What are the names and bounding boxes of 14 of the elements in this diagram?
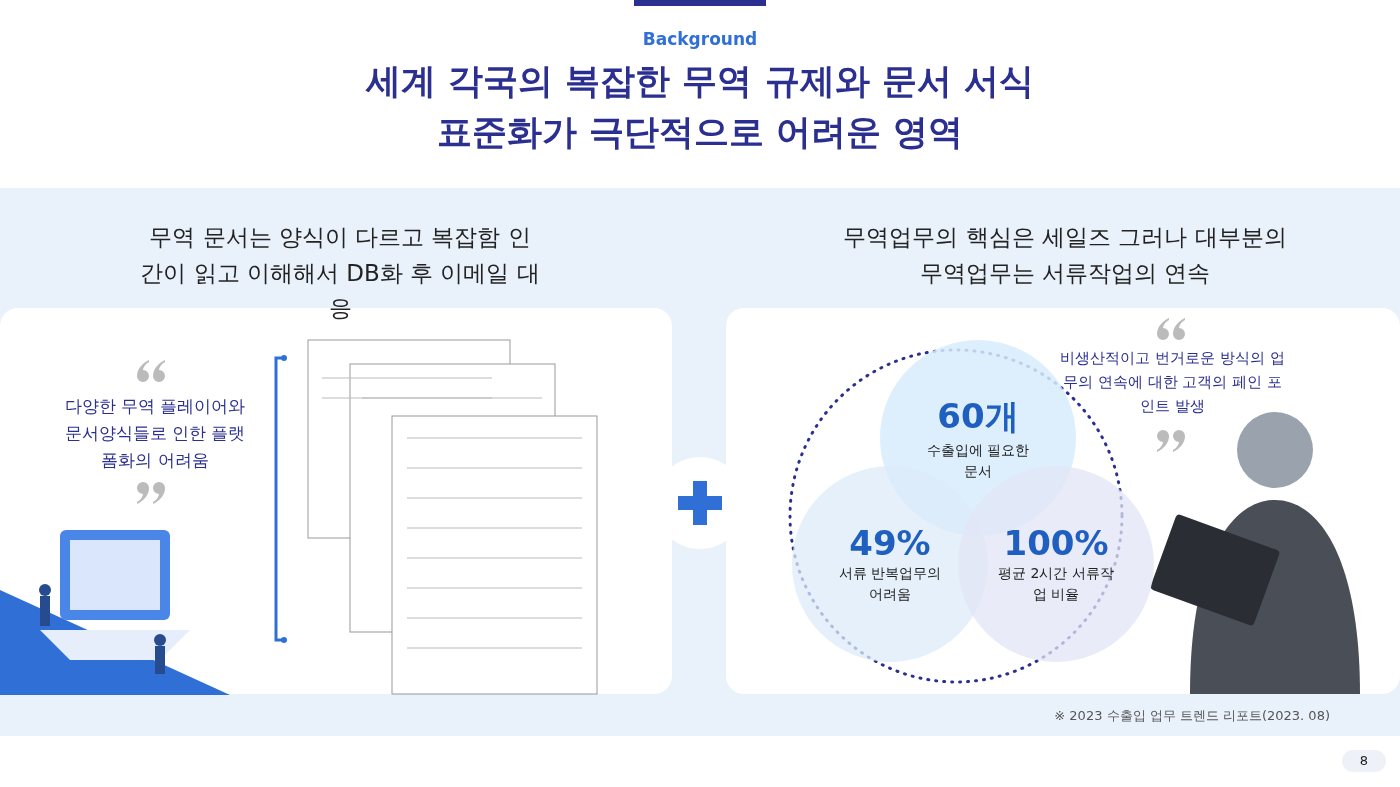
slide-title: 세계 각국의 복잡한 무역 규제와 문서 서식 표준화가 극단적으로 어려운 영역	[364, 60, 1036, 154]
stat-caption: 서류 반복업무의 어려움	[837, 564, 943, 604]
stat-value: 60개	[937, 395, 1019, 438]
panel-heading: 무역업무의 핵심은 세일즈 그러나 대부분의 무역업무는 서류작업의 연속	[842, 223, 1288, 288]
source-note: ※ 2023 수출입 업무 트렌드 리포트(2023. 08)	[1053, 707, 1330, 725]
quote-text: 다양한 무역 플레이어와 문서양식들로 인한 플랫폼화의 어려움	[63, 395, 247, 473]
page-number: 8	[1342, 750, 1386, 772]
stat-value: 100%	[1003, 523, 1109, 563]
quote-text: 비생산적이고 번거로운 방식의 업무의 연속에 대한 고객의 페인 포인트 발생	[1060, 348, 1285, 417]
section-tag: Background	[600, 29, 800, 49]
panel-heading: 무역 문서는 양식이 다르고 복잡함 인간이 읽고 이해해서 DB화 후 이메일 대응	[140, 223, 540, 324]
stat-caption: 평균 2시간 서류작업 비율	[997, 564, 1115, 604]
stat-caption: 수출입에 필요한 문서	[925, 441, 1031, 481]
stat-value: 49%	[849, 523, 931, 563]
